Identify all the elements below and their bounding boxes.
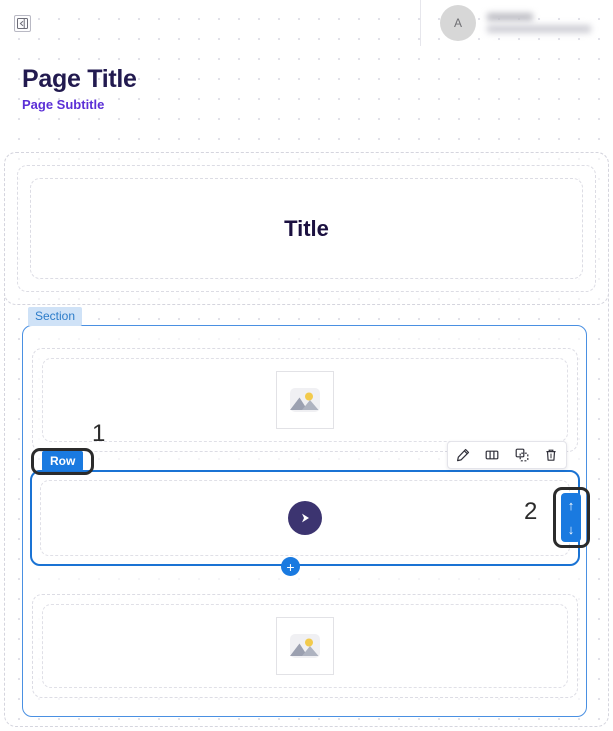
block-image-bottom[interactable] [42,604,568,688]
add-row-button[interactable]: + [281,557,300,576]
block-title-text: Title [284,215,329,241]
block-image-top[interactable] [42,358,568,442]
duplicate-glyph [515,448,529,462]
block-video[interactable] [40,480,570,556]
play-icon[interactable] [288,501,322,535]
user-text [487,13,591,33]
page-title: Page Title [22,65,137,93]
row-badge[interactable]: Row [42,451,84,471]
trash-icon[interactable] [540,444,562,466]
row-selected[interactable]: Row [30,451,580,566]
pencil-icon[interactable] [452,444,474,466]
annotation-number-1: 1 [92,420,106,447]
columns-icon[interactable] [481,444,503,466]
move-down-arrow-icon[interactable]: ↓ [567,522,575,538]
panel-collapse-glyph [17,17,28,29]
top-bar-divider [420,0,421,46]
play-glyph [302,513,309,523]
annotation-number-2: 2 [524,498,538,525]
trash-glyph [546,449,556,461]
row-image-bottom[interactable] [32,594,578,698]
move-up-arrow-icon[interactable]: ↑ [567,497,575,513]
image-placeholder-icon [276,617,334,675]
image-placeholder-icon [276,371,334,429]
row-toolbar[interactable] [447,441,567,469]
user-name-redacted [487,13,533,21]
top-bar: A [0,0,613,46]
section-badge[interactable]: Section [28,307,83,326]
page-subtitle: Page Subtitle [22,97,105,112]
duplicate-icon[interactable] [511,444,533,466]
block-title[interactable]: Title [30,178,583,279]
image-placeholder-glyph [290,388,320,412]
section-title[interactable]: Title [4,152,609,305]
avatar: A [440,5,476,41]
panel-collapse-icon[interactable] [14,14,31,32]
row-image-top[interactable] [32,348,578,452]
row-title[interactable]: Title [17,165,596,292]
page-heading: Page Title Page Subtitle [0,46,613,114]
columns-glyph [485,450,499,460]
pencil-glyph [456,448,469,462]
user-email-redacted [487,25,591,33]
image-placeholder-glyph [290,634,320,658]
user-menu[interactable]: A [440,5,603,41]
move-row-control[interactable]: ↑ ↓ [561,493,581,542]
